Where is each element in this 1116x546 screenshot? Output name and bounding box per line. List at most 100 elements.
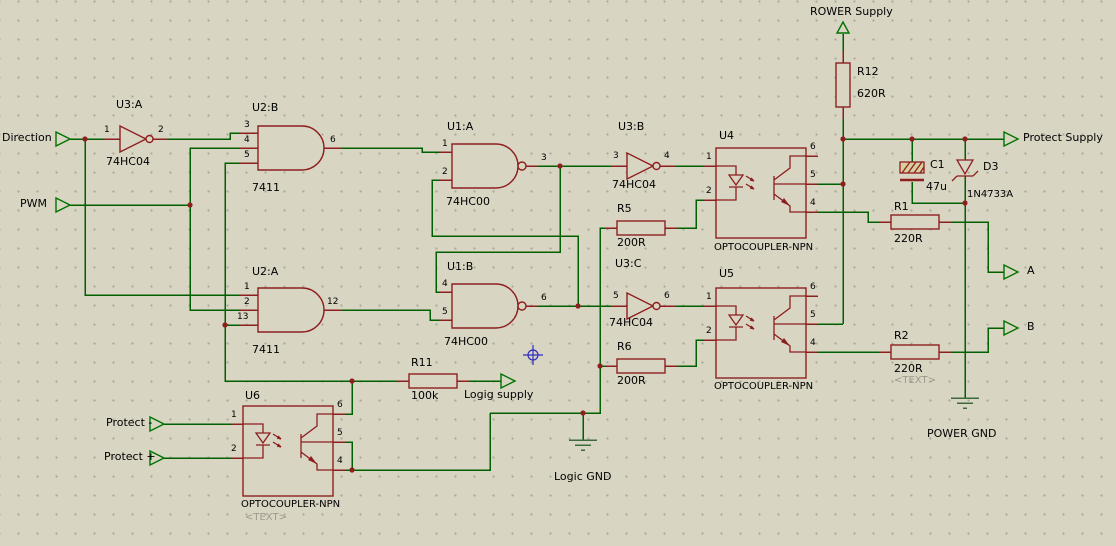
ref-r1: R1 [894, 200, 909, 213]
terminal-protect-plus[interactable] [149, 449, 166, 467]
ref-u6: U6 [245, 389, 261, 402]
text-r2: <TEXT> [894, 375, 936, 386]
wire-collector-riser[interactable] [818, 139, 844, 325]
pin-u5-4: 4 [810, 338, 816, 348]
wire-u3a-out[interactable] [168, 132, 240, 140]
ground-power-gnd[interactable] [951, 397, 979, 409]
terminal-b[interactable] [1003, 319, 1020, 337]
component-and-gate-u2b[interactable] [240, 125, 342, 171]
component-optocoupler-u5[interactable] [704, 287, 818, 379]
component-resistor-r5[interactable] [605, 220, 677, 236]
pin-u3c-5: 5 [613, 291, 619, 301]
pin-u5-5: 5 [810, 310, 816, 320]
component-capacitor-c1[interactable] [899, 161, 925, 182]
value-r2: 220R [894, 362, 923, 375]
pin-u3c-6: 6 [664, 291, 670, 301]
wire-u2b-out[interactable] [342, 147, 440, 153]
wire-c1[interactable] [911, 139, 965, 204]
wire-u6-base[interactable] [345, 381, 353, 415]
wire-r2-to-b[interactable] [951, 327, 1004, 353]
pin-u4-1: 1 [706, 152, 712, 162]
wire-u6-pin5[interactable] [345, 441, 353, 470]
pin-u2b-5: 5 [244, 150, 250, 160]
pin-u2a-12: 12 [327, 297, 339, 307]
value-u2a: 7411 [252, 343, 280, 356]
terminal-a[interactable] [1003, 263, 1020, 281]
terminal-pwm[interactable] [55, 196, 72, 214]
pin-u2a-13: 13 [237, 312, 249, 322]
label-protect-plus: Protect + [104, 450, 156, 463]
wire-u1a-out[interactable] [435, 165, 611, 293]
wire-u2a-out[interactable] [342, 309, 440, 321]
wire-pwm[interactable] [70, 147, 240, 311]
ground-logic-gnd[interactable] [569, 439, 597, 451]
component-optocoupler-u4[interactable] [704, 147, 818, 239]
wire-r6-to-u5[interactable] [677, 339, 704, 367]
label-logic-gnd: Logic GND [554, 470, 612, 483]
wire-r1-to-a[interactable] [951, 221, 1004, 273]
pin-u2b-6: 6 [330, 135, 336, 145]
wire-logic-gnd-rail[interactable] [490, 227, 605, 440]
value-r11: 100k [411, 389, 439, 402]
pin-u4-4: 4 [810, 198, 816, 208]
terminal-protect-minus[interactable] [149, 415, 166, 433]
pin-u4-5: 5 [810, 170, 816, 180]
ref-u1b: U1:B [447, 260, 474, 273]
pin-u1b-5: 5 [442, 307, 448, 317]
label-a: A [1027, 264, 1035, 277]
wires[interactable] [70, 34, 1004, 471]
ref-u1a: U1:A [447, 120, 474, 133]
terminal-direction[interactable] [55, 130, 72, 148]
ref-c1: C1 [930, 158, 945, 171]
origin-marker [523, 345, 543, 365]
wire-direction[interactable] [70, 138, 240, 296]
component-resistor-r11[interactable] [397, 373, 469, 389]
component-resistor-r6[interactable] [605, 358, 677, 374]
pin-u2b-3: 3 [244, 120, 250, 130]
ref-u3a: U3:A [116, 98, 143, 111]
terminal-protect-supply[interactable] [1003, 130, 1020, 148]
component-nand-gate-u1a[interactable] [440, 143, 538, 189]
value-u1a: 74HC00 [446, 195, 490, 208]
label-protect-minus: Protect - [106, 416, 153, 429]
component-inverter-u3b[interactable] [611, 151, 676, 181]
ref-r11: R11 [411, 356, 433, 369]
type-u4: OPTOCOUPLER-NPN [714, 242, 814, 253]
pin-u6-5: 5 [337, 428, 343, 438]
label-b: B [1027, 320, 1035, 333]
ref-u2b: U2:B [252, 101, 279, 114]
power-terminal-rower-supply[interactable] [835, 20, 851, 34]
wire-u4-to-r1[interactable] [818, 211, 879, 223]
pin-u3a-2: 2 [158, 125, 164, 135]
pin-u3a-1: 1 [104, 125, 110, 135]
pin-u1a-1: 1 [442, 139, 448, 149]
ref-u3b: U3:B [618, 120, 645, 133]
wire-protect-enable[interactable] [224, 162, 397, 382]
wire-u6-emitter[interactable] [345, 413, 491, 471]
component-and-gate-u2a[interactable] [240, 287, 342, 333]
component-optocoupler-u6[interactable] [231, 405, 345, 497]
pin-u4-6: 6 [810, 142, 816, 152]
component-zener-diode-d3[interactable] [951, 159, 979, 182]
pin-u3b-4: 4 [664, 151, 670, 161]
component-inverter-u3c[interactable] [611, 291, 676, 321]
value-d3: 1N4733A [967, 189, 1014, 200]
terminal-logig-supply[interactable] [500, 372, 517, 390]
ref-r2: R2 [894, 329, 909, 342]
value-r1: 220R [894, 232, 923, 245]
component-nand-gate-u1b[interactable] [440, 283, 538, 329]
component-resistor-r1[interactable] [879, 214, 951, 230]
ref-r6: R6 [617, 340, 632, 353]
pin-u1a-2: 2 [442, 167, 448, 177]
pin-u1b-4: 4 [442, 279, 448, 289]
component-resistor-r12[interactable] [835, 51, 851, 119]
pin-u4-2: 2 [706, 186, 712, 196]
label-direction: Direction [2, 131, 52, 144]
wire-u1b-out[interactable] [431, 179, 611, 307]
wire-r5-to-u4[interactable] [677, 199, 704, 229]
ref-r5: R5 [617, 202, 632, 215]
component-inverter-u3a[interactable] [104, 124, 168, 154]
pin-u1a-3: 3 [541, 153, 547, 163]
